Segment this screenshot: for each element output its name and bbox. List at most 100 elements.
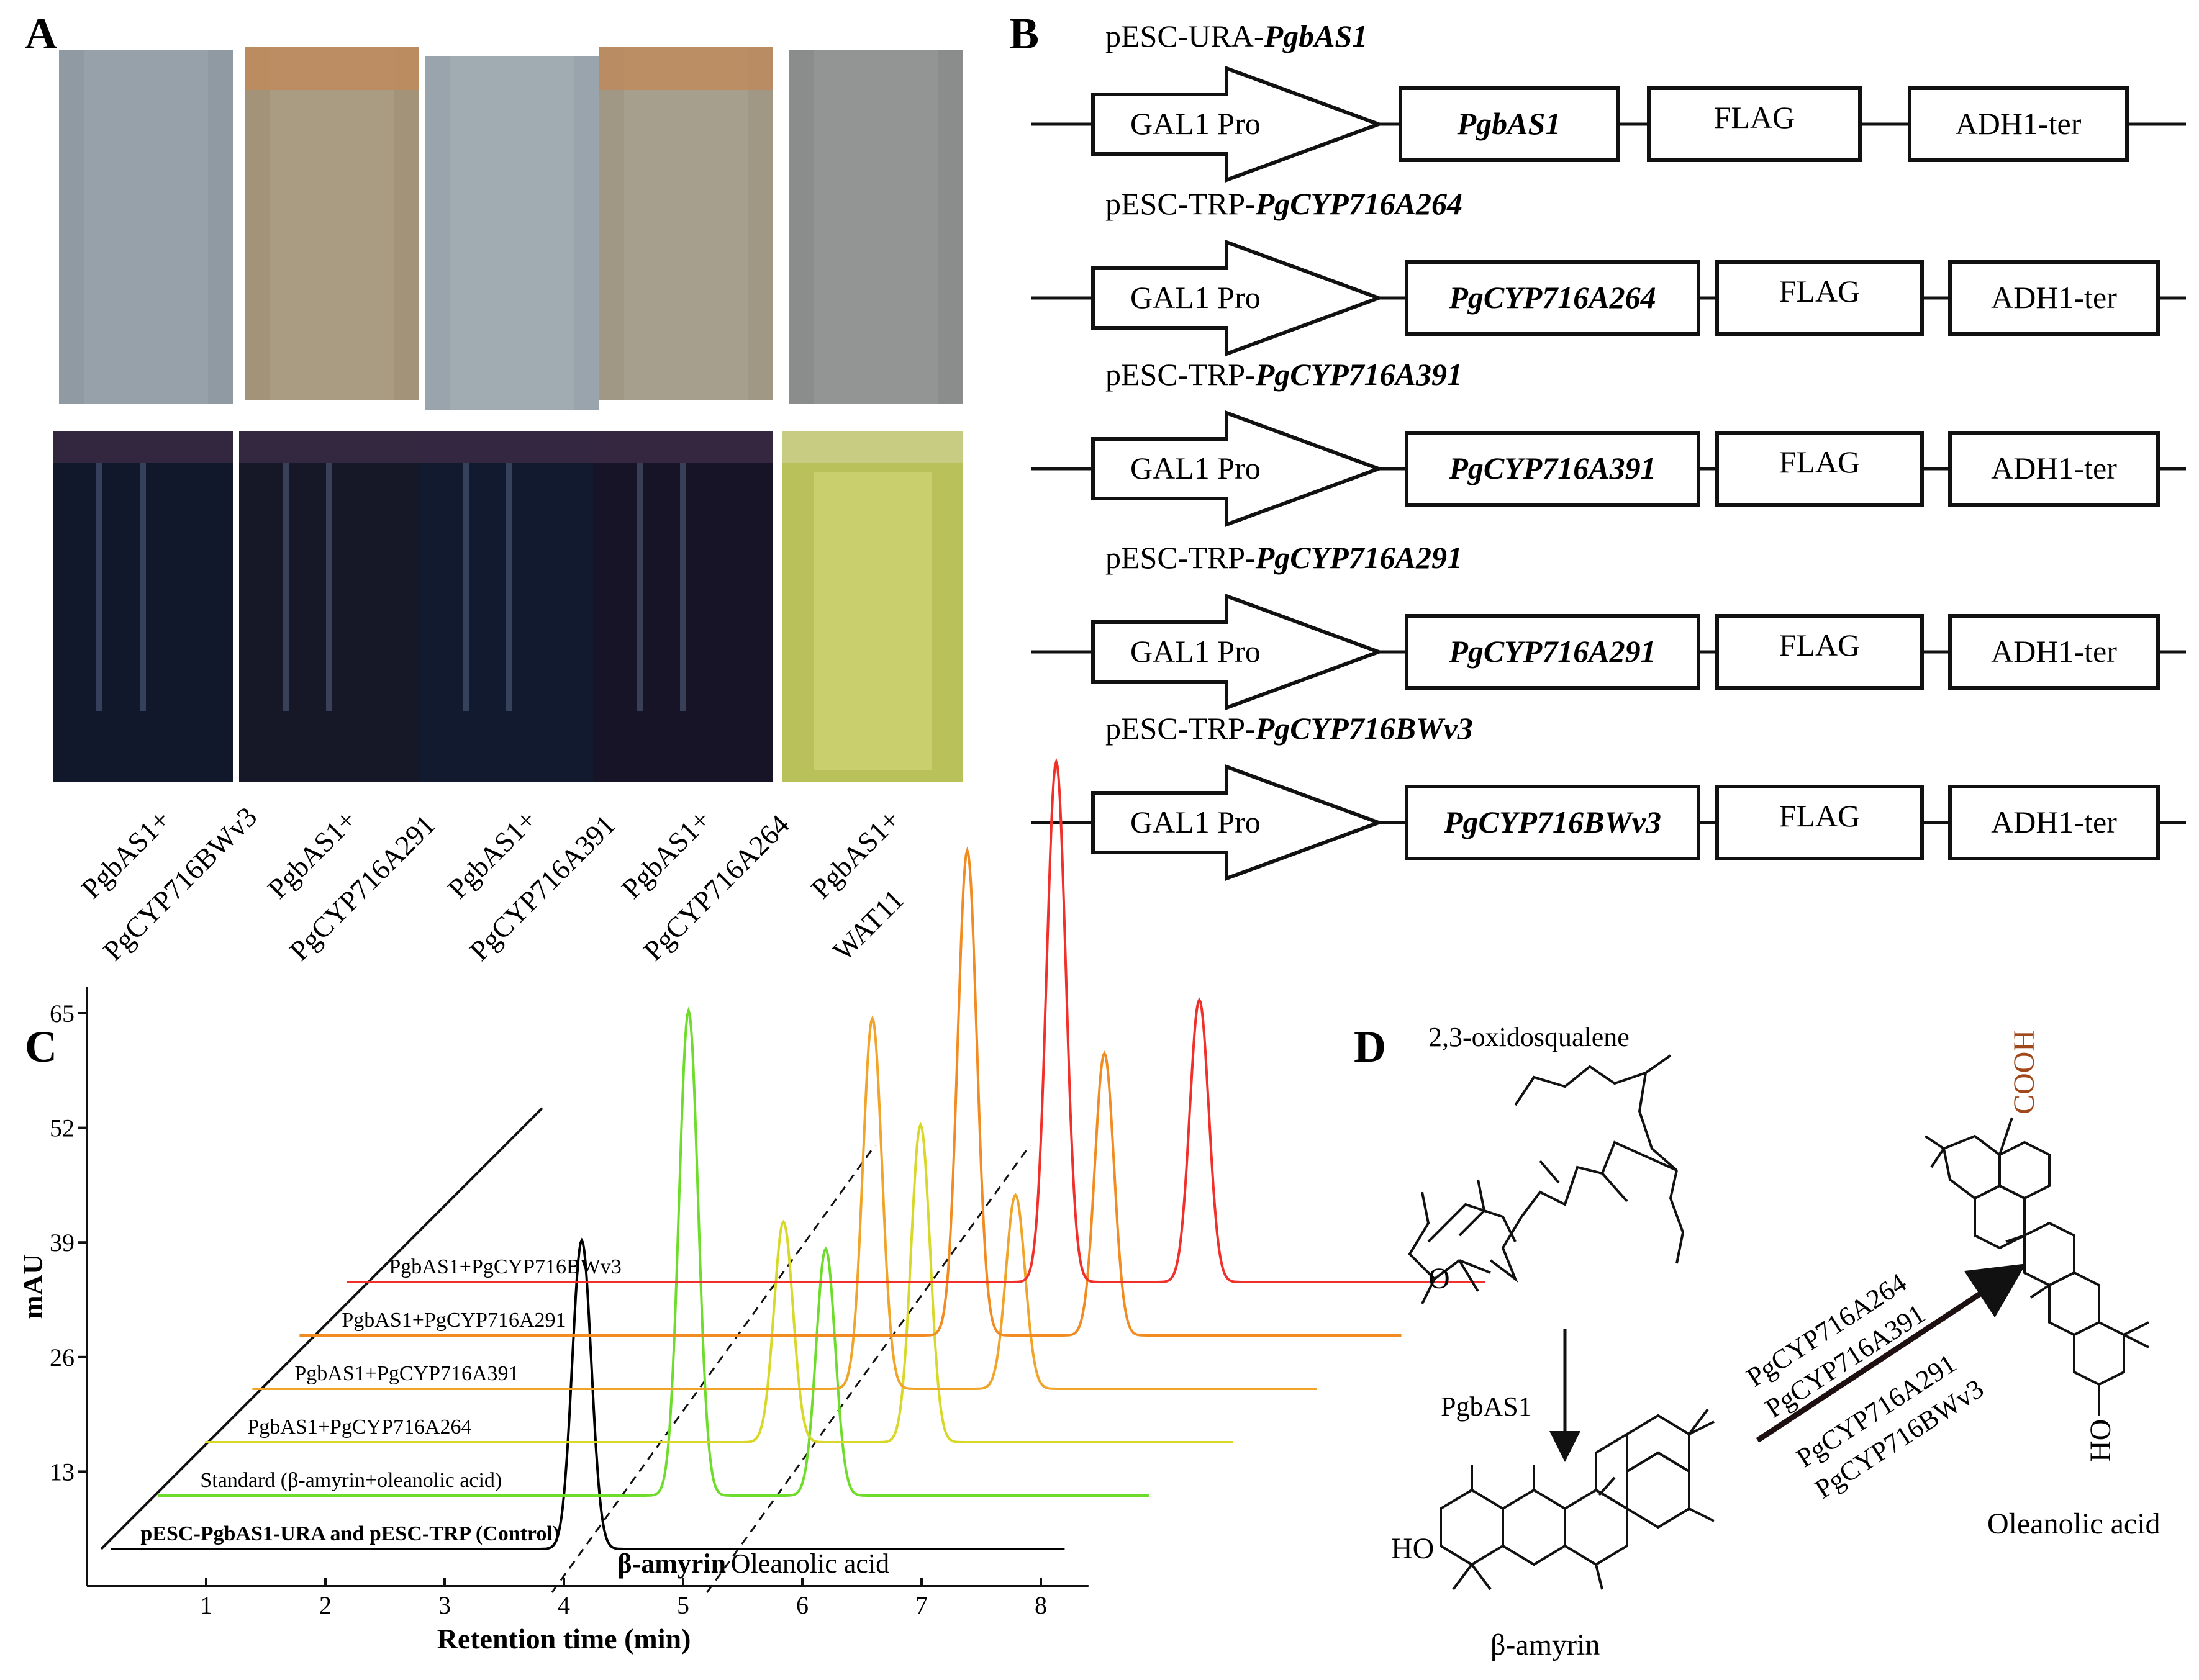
tube-bubbles-5: [814, 472, 932, 770]
epoxide-o-label: O: [1428, 1262, 1450, 1295]
tube-streak-a-3: [463, 463, 469, 711]
series-line-3: [205, 1122, 1233, 1443]
tube-streak-b-4: [680, 463, 686, 711]
promoter-arrow-1: [1091, 65, 1384, 183]
tube-highlight-top-1: [84, 50, 208, 404]
y-tick-label-26: 26: [50, 1344, 75, 1371]
beta-amyrin-structure: [1440, 1408, 1715, 1591]
series-line-2: [158, 1006, 1149, 1497]
panel-a: A PgbAS1+PgCYP716BWv3PgbAS1+PgCYP716A291…: [25, 9, 963, 967]
tube-meniscus-4: [593, 431, 773, 463]
x-tick-label-5: 5: [677, 1591, 689, 1619]
flag-box-4: [1715, 614, 1924, 690]
terminator-label-1: ADH1-ter: [1956, 106, 2082, 141]
construct-title-4: pESC-TRP-PgCYP716A291: [1105, 540, 1462, 575]
panel-d: D 2,3-oxidosqualene O PgbAS1: [1354, 1022, 2160, 1661]
panel-a-label: A: [25, 9, 57, 58]
promoter-arrow-3: [1091, 410, 1384, 528]
construct-title-plain-4: pESC-TRP-: [1105, 540, 1256, 575]
construct-title-gene-1: PgbAS1: [1264, 19, 1368, 53]
tube-photo-top-1: [59, 50, 233, 404]
tube-caption-line2-3: PgCYP716A391: [463, 808, 622, 967]
intermediate-label: β-amyrin: [1490, 1628, 1600, 1661]
tube-pellet-top-2: [245, 47, 419, 90]
terminator-label-5: ADH1-ter: [1991, 805, 2117, 839]
series-label-2: Standard (β-amyrin+oleanolic acid): [200, 1469, 502, 1492]
flag-box-1: [1647, 86, 1862, 162]
tube-meniscus-5: [782, 431, 963, 463]
tube-caption-line2-4: PgCYP716A264: [637, 808, 796, 967]
tube-highlight-top-5: [814, 50, 938, 404]
tube-photo-top-2: [245, 47, 419, 400]
construct-title-gene-5: PgCYP716BWv3: [1255, 711, 1473, 746]
series-line-4: [252, 1015, 1317, 1390]
promoter-arrow-4: [1091, 593, 1384, 711]
tube-highlight-top-2: [270, 47, 394, 400]
tube-photos-top: [59, 47, 963, 410]
terminator-label-4: ADH1-ter: [1991, 634, 2117, 669]
flag-box-2: [1715, 260, 1924, 336]
terminator-box-1: [1908, 86, 2129, 162]
flag-label-1: FLAG: [1714, 100, 1795, 135]
panel-b-label: B: [1009, 9, 1039, 58]
gene-box-5: [1405, 785, 1700, 860]
substrate-label: 2,3-oxidosqualene: [1428, 1022, 1630, 1052]
cooh-label: COOH: [2008, 1030, 2041, 1114]
series-label-5: PgbAS1+PgCYP716A291: [342, 1309, 566, 1332]
promoter-label-3: GAL1 Pro: [1130, 451, 1261, 485]
tube-meniscus-3: [419, 431, 599, 463]
construct-title-gene-4: PgCYP716A291: [1255, 540, 1462, 575]
construct-title-plain-3: pESC-TRP-: [1105, 357, 1256, 392]
terminator-box-3: [1948, 431, 2160, 507]
x-tick-label-2: 2: [319, 1591, 332, 1619]
reaction-arrow-2: [1756, 1263, 2026, 1443]
tube-meniscus-1: [53, 431, 233, 463]
oxidosqualene-structure: [1408, 1054, 1685, 1304]
construct-title-plain-5: pESC-TRP-: [1105, 711, 1256, 746]
promoter-label-5: GAL1 Pro: [1130, 805, 1261, 839]
x-tick-label-8: 8: [1035, 1591, 1047, 1619]
flag-label-3: FLAG: [1779, 445, 1861, 479]
terminator-box-2: [1948, 260, 2160, 336]
construct-title-gene-3: PgCYP716A391: [1255, 357, 1462, 392]
series-label-4: PgbAS1+PgCYP716A391: [294, 1362, 519, 1385]
gene-box-4: [1405, 614, 1700, 690]
construct-title-gene-2: PgCYP716A264: [1255, 186, 1462, 221]
x-axis-label: Retention time (min): [437, 1623, 691, 1655]
construct-title-plain-1: pESC-URA-: [1105, 19, 1264, 53]
tube-caption-line2-1: PgCYP716BWv3: [97, 801, 263, 967]
gene-box-3: [1405, 431, 1700, 507]
series-label-3: PgbAS1+PgCYP716A264: [247, 1416, 471, 1438]
tube-streak-b-1: [140, 463, 146, 711]
flag-label-5: FLAG: [1779, 798, 1861, 833]
tube-photo-top-4: [599, 47, 773, 400]
flag-label-4: FLAG: [1779, 628, 1861, 662]
oleanolic-ho-label: HO: [2084, 1419, 2117, 1462]
gene-label-3: PgCYP716A391: [1448, 451, 1656, 485]
gene-label-4: PgCYP716A291: [1448, 634, 1656, 669]
enzyme1-label: PgbAS1: [1441, 1391, 1532, 1422]
flag-label-2: FLAG: [1779, 274, 1861, 309]
gene-label-1: PgbAS1: [1457, 106, 1561, 141]
terminator-label-3: ADH1-ter: [1991, 451, 2117, 485]
x-tick-label-7: 7: [915, 1591, 928, 1619]
y-tick-label-39: 39: [50, 1229, 75, 1257]
terminator-box-5: [1948, 785, 2160, 860]
x-tick-label-6: 6: [796, 1591, 809, 1619]
tube-streak-a-2: [283, 463, 289, 711]
tube-streak-a-4: [637, 463, 643, 711]
peak-label-beta-amyrin: β-amyrin: [617, 1548, 726, 1579]
guide-line-oleanolic-acid: [706, 1145, 1031, 1593]
flag-box-5: [1715, 785, 1924, 860]
panel-d-label: D: [1354, 1022, 1386, 1072]
tube-caption-line2-5: WAT11: [827, 883, 910, 967]
tube-pellet-top-4: [599, 47, 773, 90]
tube-photos-bottom: [53, 431, 963, 782]
series-line-1: [111, 1237, 1065, 1550]
gene-label-5: PgCYP716BWv3: [1443, 805, 1661, 839]
series-label-6: PgbAS1+PgCYP716BWv3: [389, 1255, 621, 1278]
